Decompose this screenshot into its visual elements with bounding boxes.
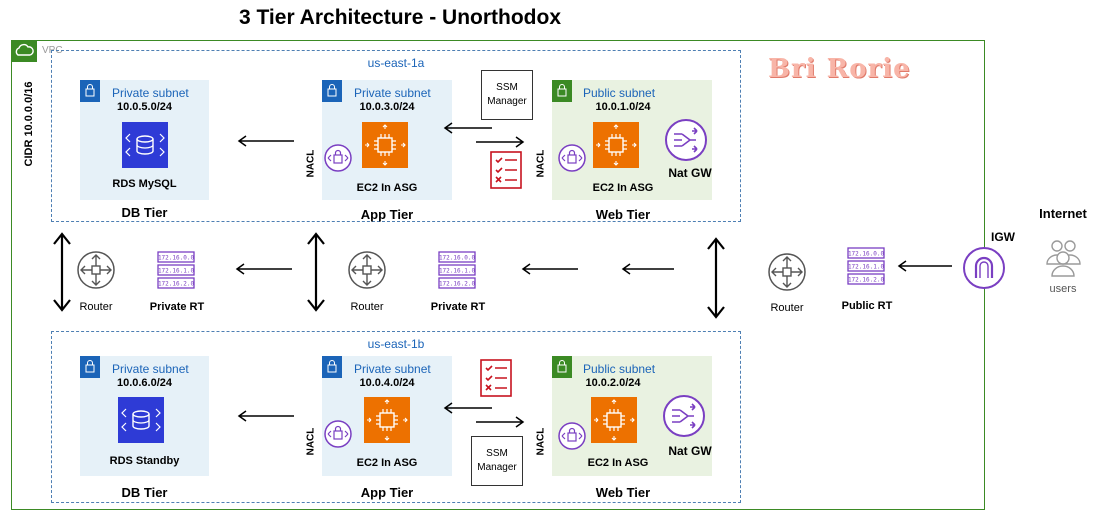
nacl-icon [558, 144, 586, 177]
arrow-left [897, 260, 952, 272]
nacl-label: NACL [535, 149, 547, 178]
tier-label: Web Tier [595, 207, 651, 222]
subnet-type: Private subnet [354, 362, 431, 376]
internet-gateway-icon [962, 246, 1006, 295]
rds-icon [118, 397, 164, 448]
arrow-left [235, 263, 292, 275]
tier-label: DB Tier [121, 485, 168, 500]
igw-label: IGW [991, 230, 1015, 244]
router-label: Router [350, 301, 384, 313]
svg-text:172.16.2.0: 172.16.2.0 [158, 281, 195, 288]
svg-text:172.16.2.0: 172.16.2.0 [848, 277, 885, 284]
lock-icon [80, 80, 100, 107]
arrow-left [621, 263, 674, 275]
svg-text:172.16.0.0: 172.16.0.0 [158, 255, 195, 262]
ec2-icon [362, 122, 408, 173]
svg-text:172.16.0.0: 172.16.0.0 [848, 251, 885, 258]
router-icon [76, 250, 116, 295]
nacl-label: NACL [305, 427, 317, 456]
ec2-caption: EC2 In ASG [587, 457, 649, 469]
svg-text:172.16.0.0: 172.16.0.0 [439, 255, 476, 262]
rds-caption: RDS Standby [109, 455, 180, 467]
diagram-title: 3 Tier Architecture - Unorthodox [238, 6, 562, 29]
svg-text:172.16.1.0: 172.16.1.0 [158, 268, 195, 275]
subnet-type: Private subnet [112, 362, 189, 376]
az-label: us-east-1a [367, 56, 425, 70]
bidirectional-arrow [443, 122, 525, 148]
ec2-icon [593, 122, 639, 173]
nat-gw-label: Nat GW [668, 166, 712, 180]
rds-caption: RDS MySQL [112, 178, 177, 190]
subnet-type: Public subnet [583, 86, 656, 100]
router-label: Router [79, 301, 113, 313]
author-watermark: Bri Rorie [768, 54, 911, 84]
route-table-label: Public RT [841, 300, 893, 312]
ec2-caption: EC2 In ASG [356, 182, 418, 194]
users-icon [1044, 236, 1082, 283]
lock-icon [322, 80, 342, 107]
subnet-type: Public subnet [583, 362, 656, 376]
lock-icon [552, 80, 572, 107]
bidirectional-vertical-arrow [707, 237, 725, 319]
subnet-cidr: 10.0.4.0/24 [359, 377, 415, 389]
route-table-icon: 172.16.0.0 172.16.1.0 172.16.2.0 [438, 250, 476, 295]
checklist-icon [489, 150, 523, 195]
subnet-cidr: 10.0.3.0/24 [359, 101, 415, 113]
router-icon [767, 252, 807, 297]
ec2-icon [591, 397, 637, 448]
ec2-caption: EC2 In ASG [592, 182, 654, 194]
tier-label: Web Tier [595, 485, 651, 500]
nacl-icon [558, 422, 586, 455]
route-table-label: Private RT [430, 301, 486, 313]
arrow-left [521, 263, 578, 275]
ssm-manager-box: SSM Manager [471, 436, 523, 486]
availability-zone-1a [51, 50, 741, 222]
vpc-cidr: CIDR 10.0.0.0/16 [23, 81, 35, 167]
subnet-type: Private subnet [112, 86, 189, 100]
svg-text:172.16.1.0: 172.16.1.0 [439, 268, 476, 275]
route-table-label: Private RT [149, 301, 205, 313]
bidirectional-vertical-arrow [307, 232, 325, 312]
route-table-icon: 172.16.0.0 172.16.1.0 172.16.2.0 [847, 246, 885, 291]
nacl-label: NACL [535, 427, 547, 456]
lock-icon [552, 356, 572, 383]
route-table-icon: 172.16.0.0 172.16.1.0 172.16.2.0 [157, 250, 195, 295]
nacl-icon [324, 144, 352, 177]
subnet-cidr: 10.0.6.0/24 [116, 377, 173, 389]
subnet-cidr: 10.0.2.0/24 [585, 377, 641, 389]
nacl-icon [324, 420, 352, 453]
vpc-cloud-icon [11, 40, 37, 62]
nat-gw-label: Nat GW [668, 444, 712, 458]
ec2-caption: EC2 In ASG [356, 457, 418, 469]
svg-text:172.16.2.0: 172.16.2.0 [439, 281, 476, 288]
bidirectional-arrow [443, 402, 525, 428]
arrow-left [237, 135, 294, 147]
users-label: users [1049, 283, 1077, 295]
nat-gateway-icon [664, 118, 708, 167]
lock-icon [322, 356, 342, 383]
nacl-label: NACL [305, 149, 317, 178]
tier-label: App Tier [360, 207, 414, 222]
svg-text:172.16.1.0: 172.16.1.0 [848, 264, 885, 271]
router-label: Router [770, 302, 804, 314]
ssm-manager-box: SSM Manager [481, 70, 533, 120]
router-icon [347, 250, 387, 295]
checklist-icon [479, 358, 513, 403]
nat-gateway-icon [662, 394, 706, 443]
rds-icon [122, 122, 168, 173]
tier-label: App Tier [360, 485, 414, 500]
subnet-cidr: 10.0.5.0/24 [116, 101, 173, 113]
tier-label: DB Tier [121, 205, 168, 220]
subnet-type: Private subnet [354, 86, 431, 100]
az-label: us-east-1b [367, 337, 425, 351]
arrow-left [237, 410, 294, 422]
availability-zone-1b [51, 331, 741, 503]
ec2-icon [364, 397, 410, 448]
lock-icon [80, 356, 100, 383]
internet-label: Internet [1039, 206, 1087, 221]
bidirectional-vertical-arrow [53, 232, 71, 312]
subnet-cidr: 10.0.1.0/24 [595, 101, 651, 113]
